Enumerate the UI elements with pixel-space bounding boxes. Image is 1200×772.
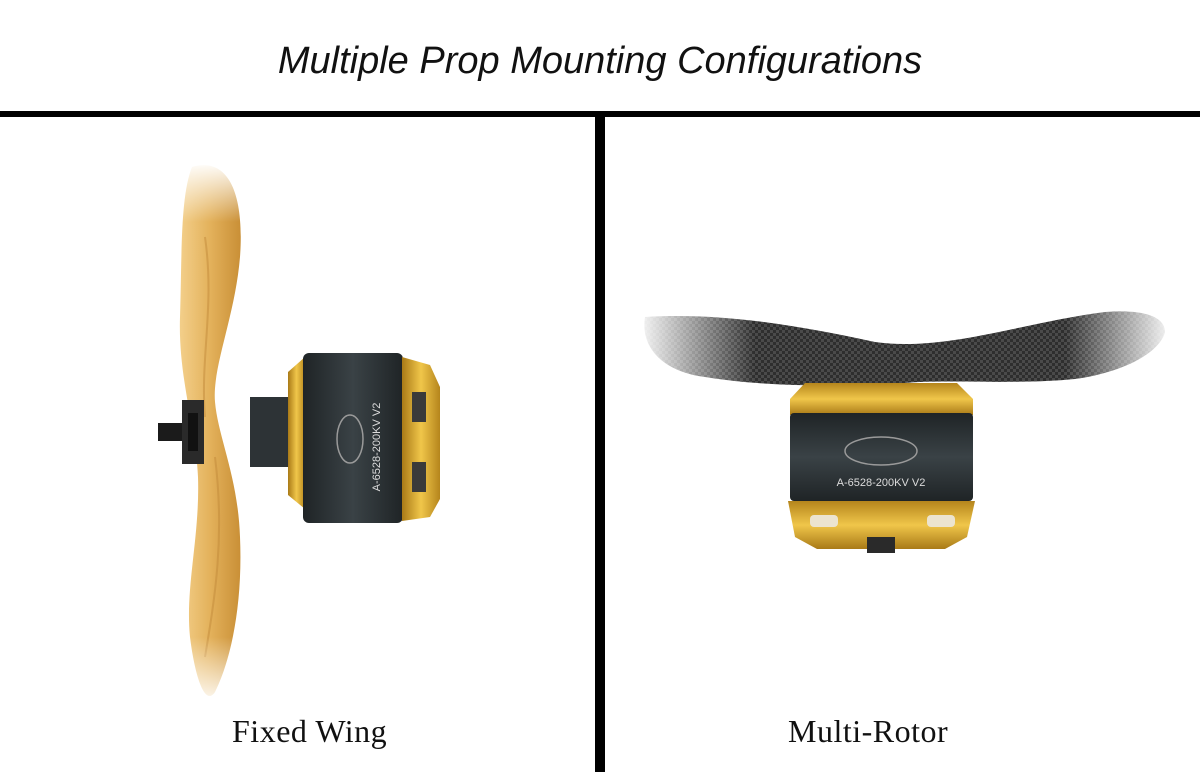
gold-bell-top [790,383,973,415]
motor-model-label: A-6528-200KV V2 [371,403,383,492]
gold-bell-rear [402,357,440,521]
caption-fixed-wing: Fixed Wing [232,713,388,749]
brand-logo-icon [844,436,918,466]
gold-bell-front [288,357,305,509]
wood-propeller [179,165,241,696]
multi-rotor-panel: A-6528-200KV V2 Multi-Rotor [605,117,1200,772]
page-title: Multiple Prop Mounting Configurations [277,40,923,82]
motor-neck [250,397,292,467]
gold-bell-bottom [788,501,975,549]
motor-body [790,413,973,501]
multi-rotor-illustration: A-6528-200KV V2 [635,297,1175,553]
caption-multi-rotor: Multi-Rotor [788,713,949,749]
brand-logo-icon [336,414,364,464]
motor-model-label: A-6528-200KV V2 [837,477,926,489]
vertical-divider [595,111,605,772]
fixed-wing-panel: A-6528-200KV V2 Fixed Wing [0,117,595,772]
prop-shaft [158,423,188,441]
fixed-wing-illustration: A-6528-200KV V2 [158,162,440,707]
motor-body [303,353,403,523]
carbon-propeller [644,311,1165,386]
